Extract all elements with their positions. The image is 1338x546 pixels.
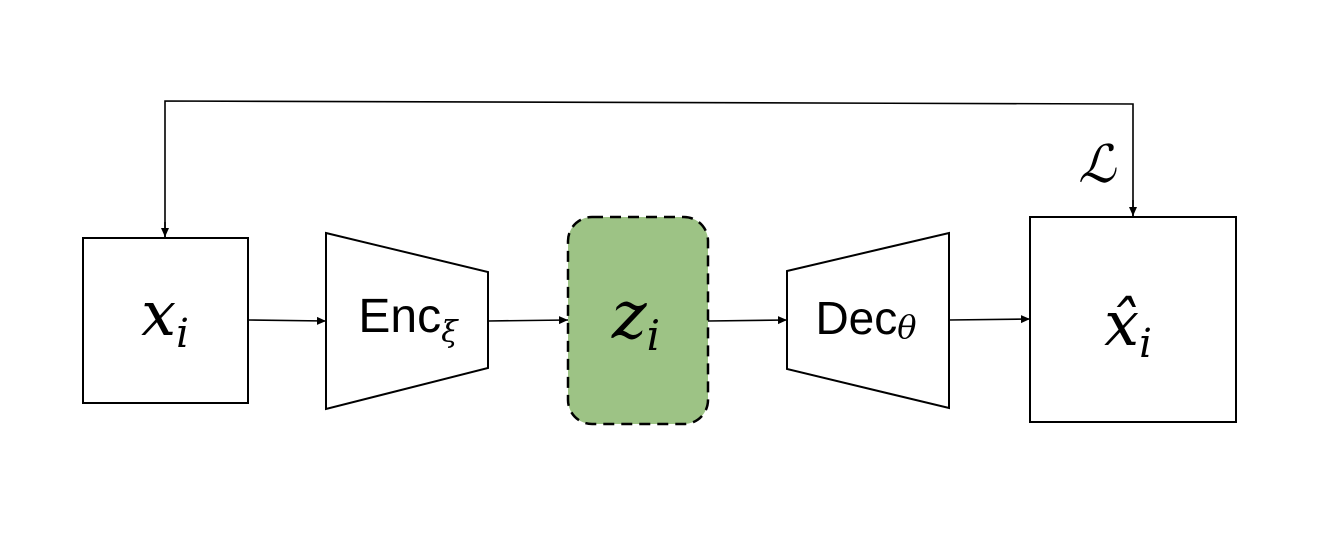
latent-node: zi xyxy=(566,215,710,426)
output-node: x̂i xyxy=(1029,216,1237,423)
encoder-subscript: ξ xyxy=(441,315,459,350)
encoder-node: Encξ xyxy=(325,231,489,411)
svg-text:zi: zi xyxy=(611,277,660,360)
input-subscript: i xyxy=(176,311,189,357)
output-label: x̂ xyxy=(1104,287,1139,360)
output-subscript: i xyxy=(1139,321,1152,367)
loss-feedback-arrow xyxy=(164,100,1134,238)
decoder-node: Decθ xyxy=(786,231,950,410)
svg-text:Encξ: Encξ xyxy=(358,290,459,350)
input-box xyxy=(82,237,249,404)
arrow-decoder-to-output xyxy=(948,315,1031,324)
loss-label: ℒ xyxy=(1078,135,1117,195)
latent-subscript: i xyxy=(647,311,660,360)
latent-label: z xyxy=(611,277,648,354)
decoder-trapezoid xyxy=(786,231,950,410)
input-label: x xyxy=(141,277,176,350)
arrow-latent-to-decoder xyxy=(707,316,788,325)
input-node: xi xyxy=(82,237,249,404)
arrow-encoder-to-latent xyxy=(487,316,569,325)
arrow-input-to-encoder xyxy=(247,316,327,325)
svg-text:xi: xi xyxy=(141,277,189,357)
decoder-subscript: θ xyxy=(897,308,916,346)
svg-text:x̂i: x̂i xyxy=(1104,287,1152,367)
encoder-trapezoid xyxy=(325,231,489,411)
svg-text:Decθ: Decθ xyxy=(815,292,916,346)
decoder-label: Dec xyxy=(815,292,897,344)
output-box xyxy=(1029,216,1237,423)
encoder-label: Enc xyxy=(358,290,441,343)
